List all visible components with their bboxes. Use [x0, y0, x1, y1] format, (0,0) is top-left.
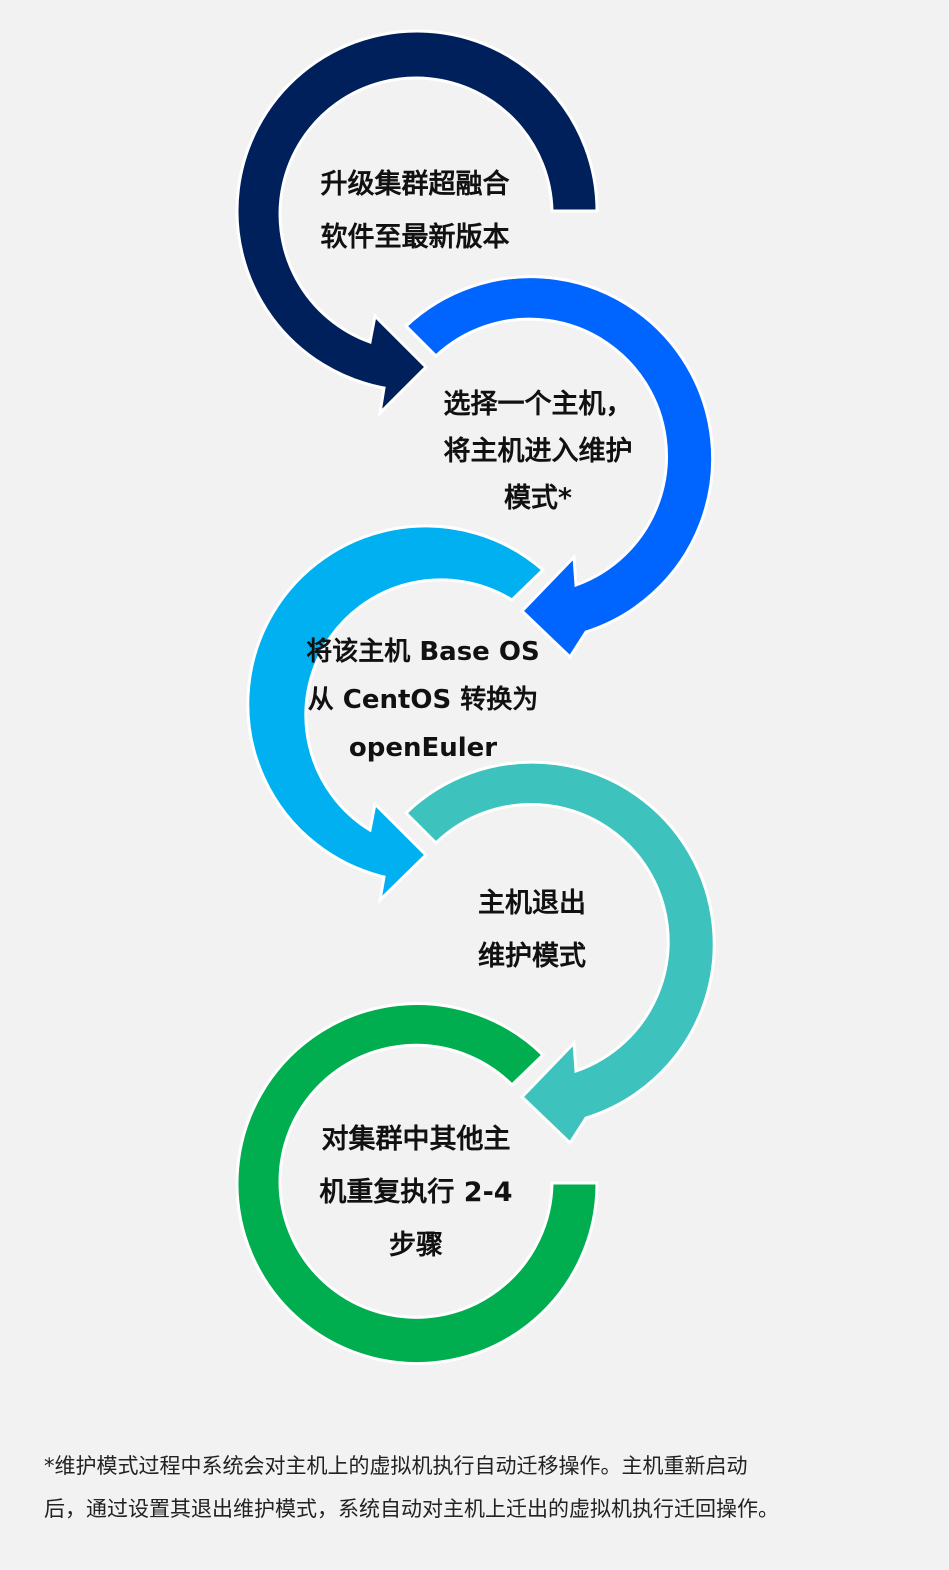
step-5-arc	[235, 1002, 599, 1365]
step-2-line-3: 模式*	[503, 483, 573, 514]
step-2-label: 选择一个主机， 将主机进入维护 模式*	[420, 381, 656, 522]
step-1-label: 升级集群超融合 软件至最新版本	[280, 158, 550, 264]
step-5-line-2: 机重复执行 2-4	[319, 1177, 513, 1208]
step-3-label: 将该主机 Base OS 从 CentOS 转换为 openEuler	[278, 628, 568, 772]
step-1-line-2: 软件至最新版本	[320, 222, 510, 253]
footnote-line-2: 后，通过设置其退出维护模式，系统自动对主机上迁出的虚拟机执行迁回操作。	[44, 1497, 779, 1521]
footnote-line-1: *维护模式过程中系统会对主机上的虚拟机执行自动迁移操作。主机重新启动	[44, 1454, 748, 1478]
step-4-line-2: 维护模式	[478, 941, 586, 972]
step-4-line-1: 主机退出	[478, 888, 586, 919]
step-3-line-2: 从 CentOS 转换为	[307, 685, 539, 715]
step-3-line-3: openEuler	[348, 733, 498, 763]
step-5-label: 对集群中其他主 机重复执行 2-4 步骤	[286, 1113, 546, 1272]
footnote: *维护模式过程中系统会对主机上的虚拟机执行自动迁移操作。主机重新启动 后，通过设…	[44, 1445, 924, 1531]
step-2-line-1: 选择一个主机，	[443, 389, 633, 420]
step-3-line-1: 将该主机 Base OS	[306, 637, 540, 667]
step-5-line-1: 对集群中其他主	[321, 1124, 511, 1155]
step-5-line-3: 步骤	[389, 1230, 443, 1261]
step-3-arc	[246, 524, 546, 905]
step-2-line-2: 将主机进入维护	[443, 436, 633, 467]
step-4-label: 主机退出 维护模式	[440, 877, 624, 983]
step-4-arc	[403, 760, 716, 1146]
step-2-arc	[403, 275, 715, 660]
step-1-line-1: 升级集群超融合	[320, 169, 510, 200]
step-1-arc	[235, 29, 599, 418]
